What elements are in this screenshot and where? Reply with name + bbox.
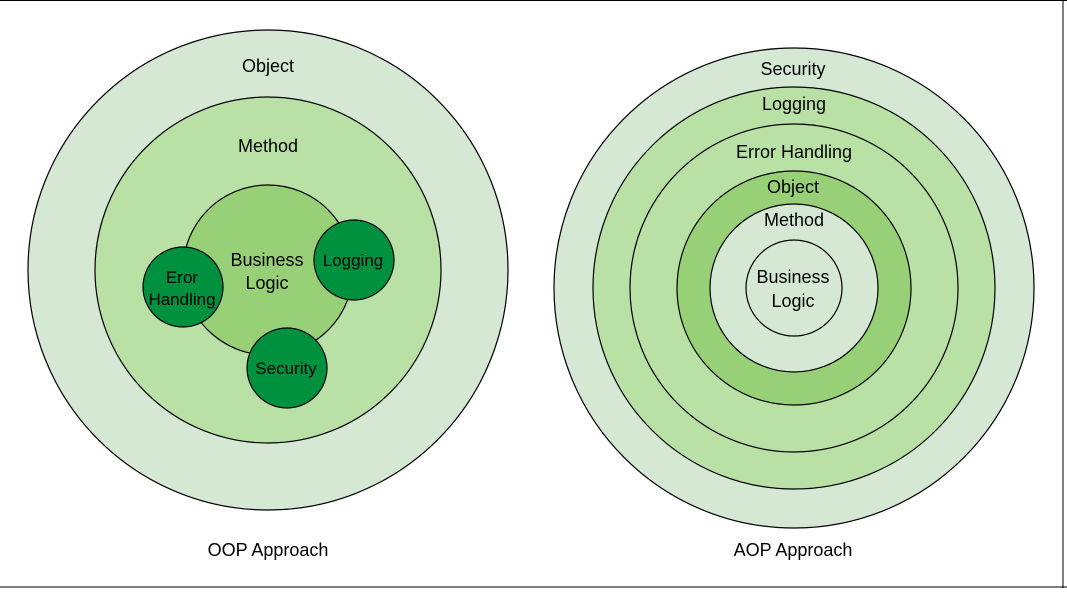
oop-business-logic-line2: Logic	[245, 273, 288, 293]
aop-method-label: Method	[764, 210, 824, 230]
oop-method-label: Method	[238, 136, 298, 156]
oop-error-line2: Handling	[148, 290, 215, 309]
aop-security-label: Security	[760, 59, 825, 79]
aop-object-label: Object	[767, 177, 819, 197]
oop-caption: OOP Approach	[208, 540, 329, 560]
oop-error-line1: Eror	[166, 268, 198, 287]
oop-error-handling-circle	[142, 246, 224, 328]
aop-error-handling-label: Error Handling	[736, 142, 852, 162]
aop-business-logic-circle	[745, 239, 843, 337]
oop-security-label: Security	[255, 359, 317, 378]
oop-object-label: Object	[242, 56, 294, 76]
oop-security-circle	[246, 327, 328, 409]
oop-logging-circle	[313, 219, 395, 301]
aop-diagram: Security Logging Error Handling Object M…	[553, 47, 1035, 560]
aop-caption: AOP Approach	[734, 540, 853, 560]
aop-business-logic-line1: Business	[756, 267, 829, 287]
aop-logging-label: Logging	[762, 94, 826, 114]
oop-business-logic-line1: Business	[230, 250, 303, 270]
oop-logging-label: Logging	[323, 251, 384, 270]
aop-business-logic-line2: Logic	[771, 291, 814, 311]
oop-diagram: Object Method Business Logic Eror Handli…	[27, 29, 509, 560]
